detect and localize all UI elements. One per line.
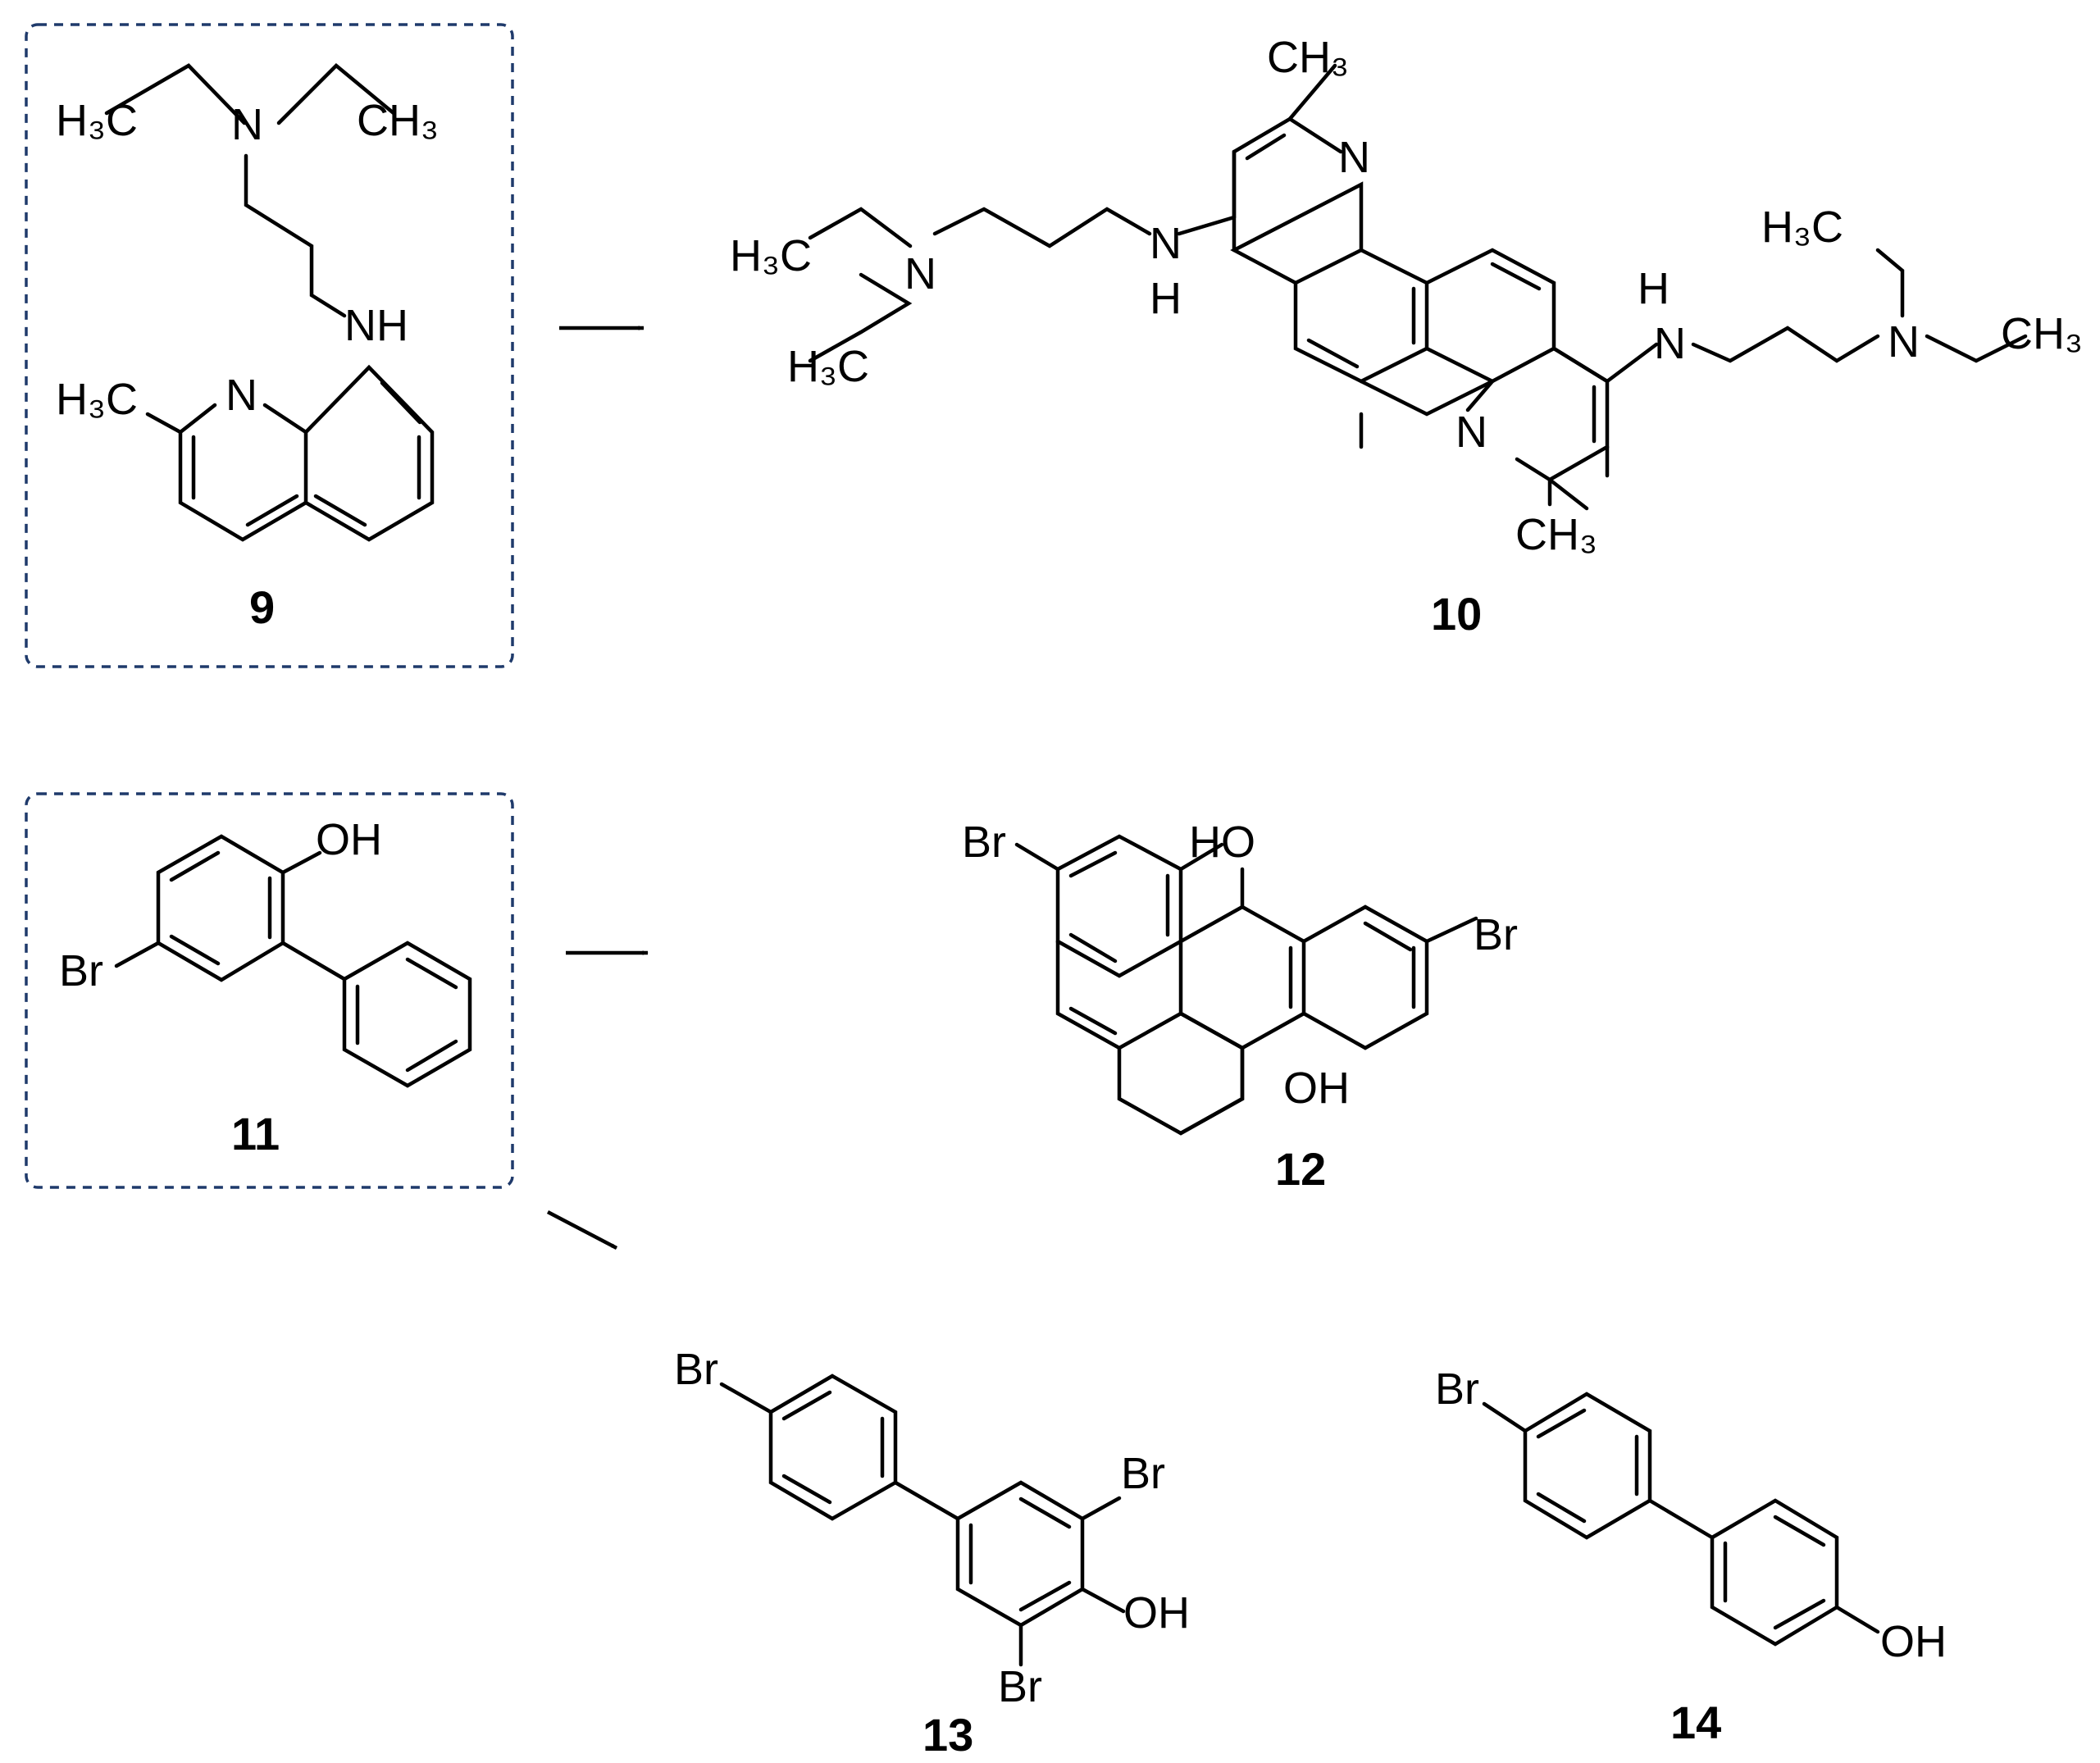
nh-h-label-left: H bbox=[1150, 274, 1182, 323]
oh-label-13: OH bbox=[1123, 1588, 1190, 1638]
h3c-label-lower-left: H₃C bbox=[787, 342, 869, 391]
h3c-label-upper-right: H₃C bbox=[1761, 203, 1843, 252]
nh-n-label-left: N bbox=[1150, 219, 1182, 268]
nh-label: NH bbox=[344, 301, 408, 350]
quinoline-n-label: N bbox=[225, 371, 257, 420]
h3c-label-upper-left: H₃C bbox=[730, 231, 812, 280]
pyridine-n-label-bottom: N bbox=[1455, 408, 1487, 457]
compound-12-bonds bbox=[1014, 834, 1478, 1136]
ch3-label-bottom: CH₃ bbox=[1515, 510, 1597, 559]
oh-label-bottom: OH bbox=[1283, 1064, 1350, 1113]
compound-11-bonds bbox=[114, 834, 472, 1088]
methyl-label: H₃C bbox=[56, 375, 138, 424]
br-label: Br bbox=[59, 946, 103, 995]
nh-h-label-right: H bbox=[1638, 264, 1670, 313]
br-label-13-top: Br bbox=[1121, 1449, 1165, 1498]
oh-label-14: OH bbox=[1880, 1617, 1947, 1666]
arrow-11-to-13-14 bbox=[546, 1210, 618, 1250]
reaction-arrows bbox=[546, 326, 649, 1250]
nh-n-label-right: N bbox=[1654, 319, 1686, 368]
amine-n-label-right: N bbox=[1888, 317, 1920, 367]
compound-9-bonds bbox=[104, 62, 435, 542]
compound-11: OH Br 11 bbox=[59, 815, 472, 1159]
ethyl-ch3-label-right: CH₃ bbox=[357, 96, 439, 145]
compound-10: CH₃ N H₃C N N H H₃C H₃C H N N CH₃ N CH₃ … bbox=[730, 33, 2083, 640]
br-label-13-left: Br bbox=[674, 1345, 718, 1394]
compound-12: Br HO Br OH 12 bbox=[962, 818, 1518, 1195]
br-label-right: Br bbox=[1474, 910, 1518, 959]
compound-number-13: 13 bbox=[922, 1709, 973, 1761]
ch3-label-right: CH₃ bbox=[2001, 309, 2083, 358]
ch3-label-top: CH₃ bbox=[1267, 33, 1349, 82]
compound-number-9: 9 bbox=[249, 581, 275, 633]
starting-material-box-11 bbox=[25, 792, 514, 1189]
br-label-13-bottom: Br bbox=[998, 1662, 1042, 1711]
compound-10-bonds bbox=[808, 63, 2028, 511]
compound-14-bonds bbox=[1482, 1392, 1880, 1647]
amine-n-label: N bbox=[231, 100, 263, 149]
compound-13-bonds bbox=[719, 1374, 1126, 1667]
starting-material-box-9 bbox=[25, 23, 514, 668]
ethyl-ch3-label-left: H₃C bbox=[56, 96, 138, 145]
compound-9: H₃C N CH₃ NH H₃C N 9 bbox=[56, 62, 439, 633]
amine-n-label-left: N bbox=[904, 249, 936, 298]
br-label-14: Br bbox=[1435, 1364, 1479, 1414]
pyridine-n-label-top: N bbox=[1338, 133, 1370, 182]
compound-14: Br OH 14 bbox=[1435, 1364, 1947, 1748]
compound-number-11: 11 bbox=[231, 1108, 280, 1159]
compound-number-12: 12 bbox=[1275, 1143, 1326, 1195]
compound-13: Br Br OH Br 13 bbox=[674, 1345, 1190, 1761]
compound-number-14: 14 bbox=[1670, 1697, 1721, 1748]
br-label-left: Br bbox=[962, 818, 1006, 867]
ho-label: HO bbox=[1189, 818, 1255, 867]
compound-number-10: 10 bbox=[1431, 588, 1482, 640]
oh-label: OH bbox=[316, 815, 382, 864]
